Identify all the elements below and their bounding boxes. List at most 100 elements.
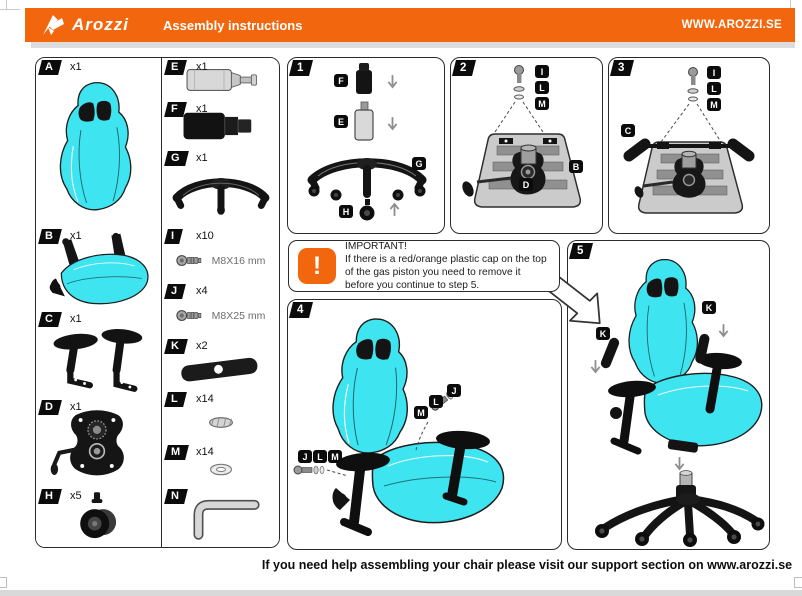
crop-mark xyxy=(794,577,802,588)
part-qty: x1 xyxy=(196,61,208,73)
marker-M: M xyxy=(414,406,428,419)
arozzi-logo-icon xyxy=(43,15,64,35)
step-3-panel: 3 I L M C xyxy=(608,57,770,234)
marker-E: E xyxy=(334,115,348,128)
part-label-tag: J xyxy=(164,284,186,299)
crop-mark xyxy=(6,0,7,9)
part-label-tag: E xyxy=(164,60,188,75)
header-shadow xyxy=(31,42,795,48)
part-qty: x14 xyxy=(196,393,214,405)
part-H-caster: H x5 xyxy=(36,487,161,547)
seat-illustration xyxy=(49,232,149,305)
side-cover-illustration xyxy=(181,357,258,382)
screw-spec: M8X16 mm xyxy=(211,254,266,267)
part-N-allen-key: N xyxy=(161,487,279,547)
notice-body: If there is a red/orange plastic cap on … xyxy=(345,253,547,292)
part-qty: x1 xyxy=(196,152,208,164)
marker-C: C xyxy=(621,124,635,137)
gas-piston-illustration xyxy=(186,69,257,91)
marker-L: L xyxy=(535,81,549,94)
caster-illustration xyxy=(80,492,117,539)
part-E-gas-piston: E x1 xyxy=(161,58,279,101)
down-arrow-icon xyxy=(674,456,685,471)
part-label-tag: G xyxy=(164,151,189,166)
step-3-illustration xyxy=(623,67,755,214)
crop-mark xyxy=(0,9,20,10)
part-qty: x1 xyxy=(70,230,82,242)
part-D-tilt-mechanism: D x1 xyxy=(36,398,161,488)
marker-M: M xyxy=(328,450,342,463)
part-label-tag: F xyxy=(164,102,187,117)
down-arrow-icon xyxy=(718,323,729,338)
armrests-illustration xyxy=(53,329,143,392)
part-K-side-cover: K x2 xyxy=(161,337,279,391)
part-qty: x2 xyxy=(196,340,208,352)
page-edge xyxy=(0,590,802,596)
step-number-tag: 5 xyxy=(569,243,594,259)
step-number-tag: 1 xyxy=(289,60,314,76)
step-1-panel: 1 F E G H xyxy=(287,57,445,234)
step-5-panel: 5 xyxy=(567,240,770,550)
part-label-tag: D xyxy=(38,400,62,415)
part-B-seat: B x1 xyxy=(36,227,161,311)
screw-icon xyxy=(176,255,201,266)
part-qty: x1 xyxy=(70,401,82,413)
crop-mark xyxy=(0,577,7,588)
marker-B: B xyxy=(569,160,583,173)
marker-K: K xyxy=(702,301,716,314)
marker-M: M xyxy=(707,98,721,111)
page-title: Assembly instructions xyxy=(163,17,303,33)
part-J-screw: J x4 M8X25 mm xyxy=(161,282,279,338)
marker-M: M xyxy=(535,97,549,110)
part-label-tag: C xyxy=(38,312,62,327)
screw-spec: M8X25 mm xyxy=(211,309,266,322)
part-G-base: G x1 xyxy=(161,149,279,228)
marker-L: L xyxy=(313,450,327,463)
important-notice: ! IMPORTANT! If there is a red/orange pl… xyxy=(288,240,560,292)
part-A-backrest: A x1 xyxy=(36,58,161,228)
notice-title: IMPORTANT! xyxy=(345,240,407,252)
part-label-tag: M xyxy=(164,445,190,460)
up-arrow-icon xyxy=(389,202,400,217)
down-arrow-icon xyxy=(387,74,398,89)
part-label-tag: K xyxy=(164,339,188,354)
marker-G: G xyxy=(412,157,426,170)
step-number-tag: 2 xyxy=(452,60,477,76)
warning-icon: ! xyxy=(298,248,336,284)
allen-key-illustration xyxy=(193,499,260,540)
header-bar: Arozzi Assembly instructions WWW.AROZZI.… xyxy=(25,8,795,42)
support-footer-text: If you need help assembling your chair p… xyxy=(261,558,793,572)
part-qty: x1 xyxy=(70,61,82,73)
part-M-washer: M x14 xyxy=(161,443,279,488)
marker-F: F xyxy=(334,74,348,87)
crop-mark xyxy=(790,0,791,12)
part-qty: x10 xyxy=(196,230,214,242)
part-qty: x5 xyxy=(70,490,82,502)
marker-I: I xyxy=(707,66,721,79)
part-I-screw: I x10 M8X16 mm xyxy=(161,227,279,283)
backrest-illustration xyxy=(59,82,132,211)
part-F-piston-cover: F x1 xyxy=(161,100,279,150)
step-2-panel: 2 I L M D B xyxy=(450,57,603,234)
marker-J: J xyxy=(447,384,461,397)
part-L-washer: L x14 xyxy=(161,390,279,444)
part-label-tag: A xyxy=(38,60,62,75)
flat-washer-illustration xyxy=(209,463,233,476)
step-2-illustration xyxy=(462,65,582,208)
part-C-armrests: C x1 xyxy=(36,310,161,399)
part-label-tag: H xyxy=(38,489,62,504)
marker-H: H xyxy=(339,205,353,218)
marker-L: L xyxy=(707,82,721,95)
marker-J: J xyxy=(298,450,312,463)
piston-cover-illustration xyxy=(183,112,252,140)
part-qty: x1 xyxy=(70,313,82,325)
part-label-tag: I xyxy=(164,229,183,244)
website-url: WWW.AROZZI.SE xyxy=(681,19,782,31)
part-label-tag: B xyxy=(38,229,62,244)
step-5-illustration xyxy=(595,258,765,547)
spring-washer-illustration xyxy=(209,417,233,428)
part-label-tag: L xyxy=(164,392,187,407)
part-label-tag: N xyxy=(164,489,188,504)
marker-I: I xyxy=(535,65,549,78)
